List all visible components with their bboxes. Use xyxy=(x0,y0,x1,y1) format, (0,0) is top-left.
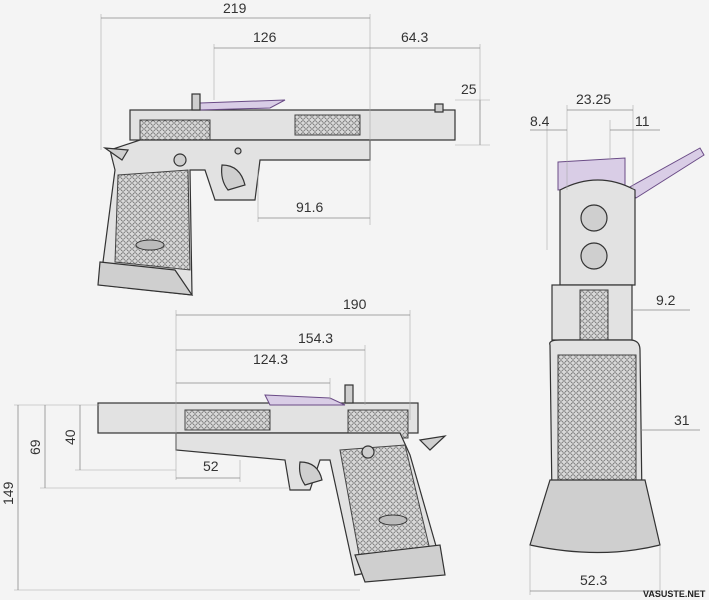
magwell xyxy=(97,261,194,296)
grip-screw xyxy=(173,153,187,167)
dim-overall-length: 219 xyxy=(223,0,247,16)
dim-190: 190 xyxy=(343,296,367,312)
top-view-dimensions: 219 126 64.3 25 91.6 xyxy=(100,0,490,225)
dim-91-6: 91.6 xyxy=(296,199,323,215)
watermark: VASUSTE.NET xyxy=(643,589,706,599)
optic-mount-left xyxy=(264,394,346,406)
dim-124-3: 124.3 xyxy=(253,351,288,367)
slide-rear xyxy=(559,179,636,286)
dim-126: 126 xyxy=(253,29,277,45)
optic-mount xyxy=(199,99,286,111)
bottom-view-dimensions: 190 154.3 124.3 52 149 69 40 xyxy=(0,296,411,591)
rear-sight-left xyxy=(344,384,354,404)
end-view-dimensions: 23.25 8.4 11 9.2 31 52.3 xyxy=(529,91,700,595)
magwell-left xyxy=(354,544,446,583)
dim-52: 52 xyxy=(203,458,219,474)
trigger-left xyxy=(298,461,323,486)
grip-logo xyxy=(135,239,165,251)
pistol-side-view-right xyxy=(97,93,456,296)
slide-texture-left xyxy=(184,409,271,431)
slide-stop-pin xyxy=(234,147,242,155)
dim-64-3: 64.3 xyxy=(401,29,428,45)
dim-69: 69 xyxy=(27,439,43,455)
dim-25: 25 xyxy=(461,81,477,97)
hammer xyxy=(102,147,130,161)
dim-23-25: 23.25 xyxy=(576,91,611,107)
magwell-rear xyxy=(529,479,661,554)
grip-texture xyxy=(114,169,191,271)
grip-logo-left xyxy=(378,514,408,526)
front-sight xyxy=(434,103,444,113)
pistol-rear-view xyxy=(529,147,705,554)
dim-154-3: 154.3 xyxy=(298,330,333,346)
pistol-side-view-left xyxy=(97,384,447,583)
dim-149: 149 xyxy=(0,481,16,505)
hammer-left xyxy=(418,435,447,451)
grip-rear-texture xyxy=(557,354,637,496)
grip-screw-left xyxy=(361,445,375,459)
charging-lever xyxy=(627,147,705,199)
dim-11: 11 xyxy=(635,113,650,129)
dim-9-2: 9.2 xyxy=(656,292,676,308)
rear-sight xyxy=(191,93,201,111)
dim-52-3: 52.3 xyxy=(580,572,607,588)
dim-40: 40 xyxy=(62,429,78,445)
barrel-bore xyxy=(580,242,608,270)
firing-pin-plate xyxy=(580,204,608,232)
dim-31: 31 xyxy=(674,412,690,428)
dim-8-4: 8.4 xyxy=(530,113,550,129)
slide-texture xyxy=(294,114,361,136)
trigger xyxy=(221,164,246,191)
